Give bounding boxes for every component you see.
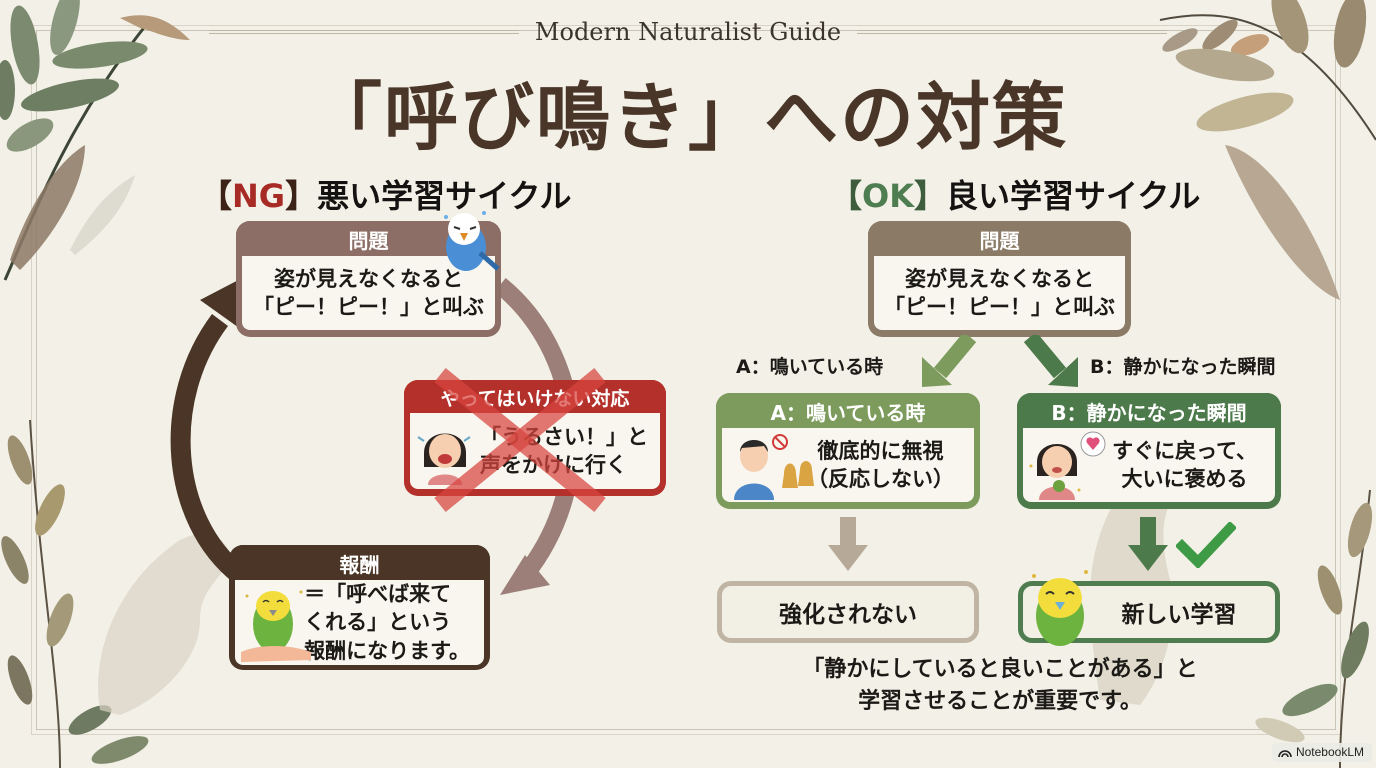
check-mark-icon	[1176, 522, 1236, 568]
notebooklm-icon	[1278, 750, 1292, 758]
ok-case-a-heading: A：鳴いている時	[716, 393, 980, 428]
ng-problem-line2: 「ピー！ピー！」と叫ぶ	[253, 295, 484, 319]
header-subtitle-row: Modern Naturalist Guide	[0, 14, 1376, 50]
page-subtitle: Modern Naturalist Guide	[534, 18, 842, 46]
branch-a-label: A：鳴いている時	[736, 356, 884, 378]
arrow-right-down	[1048, 357, 1078, 387]
ok-case-a-line2: （反応しない）	[807, 467, 954, 491]
ng-reward-heading: 報酬	[229, 545, 490, 580]
ng-reward-line3: 報酬になります。	[304, 638, 470, 663]
ng-bad-response-body: 「うるさい！」と 声をかけに行く	[410, 413, 660, 489]
ok-case-b-card: B：静かになった瞬間 すぐに戻って、 大いに褒める	[1017, 393, 1281, 509]
ok-case-b-heading: B：静かになった瞬間	[1017, 393, 1281, 428]
result-new-learning: 新しい学習	[1018, 581, 1280, 643]
ng-reward-line1: ＝「呼べば来て	[304, 581, 452, 606]
ng-problem-heading: 問題	[236, 221, 501, 256]
page-title: 「呼び鳴き」への対策	[308, 75, 1068, 161]
arrow-left-down	[922, 357, 952, 387]
bracket-close: 】	[285, 177, 318, 215]
ok-tag: OK	[862, 177, 915, 215]
notebooklm-badge: NotebookLM	[1271, 743, 1372, 762]
ng-problem-body: 姿が見えなくなると 「ピー！ピー！」と叫ぶ	[242, 256, 495, 330]
divider-right	[857, 30, 1168, 34]
arrow-down-neutral-icon	[828, 517, 868, 571]
ok-title-text: 良い学習サイクル	[946, 177, 1201, 215]
ok-summary: 「静かにしていると良いことがある」と 学習させることが重要です。	[740, 654, 1260, 718]
ok-case-a-body: 徹底的に無視 （反応しない）	[722, 428, 974, 502]
ok-problem-heading: 問題	[868, 221, 1131, 256]
ok-branch-arrows	[922, 335, 1078, 387]
ng-bad-response-heading: やってはいけない対応	[404, 380, 666, 413]
summary-line2: 学習させることが重要です。	[858, 688, 1142, 714]
praising-woman-with-heart-icon	[1029, 431, 1106, 500]
summary-line1: 「静かにしていると良いことがある」と	[802, 657, 1198, 682]
notebooklm-label: NotebookLM	[1295, 745, 1364, 759]
ng-problem-card: 問題 姿が見えなくなると 「ピー！ピー！」と叫ぶ	[236, 221, 501, 337]
branch-b-label: B：静かになった瞬間	[1090, 356, 1276, 378]
ok-case-b-line2: 大いに褒める	[1121, 467, 1248, 491]
ok-problem-line2: 「ピー！ピー！」と叫ぶ	[884, 295, 1115, 319]
ng-bad-response-card: やってはいけない対応 「うるさい！」と 声をかけに行く	[404, 380, 666, 496]
ng-reward-card: 報酬 ＝「呼べば来て くれる」という 報酬になります。	[229, 545, 490, 670]
bracket-close: 】	[914, 177, 947, 215]
ok-section-title: 【OK】良い学習サイクル	[830, 171, 1200, 217]
ignoring-person-with-earplugs-icon	[734, 434, 814, 500]
ng-bad-response-line1: 「うるさい！」と	[480, 424, 648, 449]
ng-section-title: 【NG】悪い学習サイクル	[200, 171, 571, 217]
ng-reward-body: ＝「呼べば来て くれる」という 報酬になります。	[235, 580, 484, 665]
result-not-reinforced: 強化されない	[717, 581, 979, 643]
ng-bad-response-line2: 声をかけに行く	[480, 453, 627, 477]
arrow-head-down	[500, 555, 550, 595]
bracket-open: 【	[200, 177, 233, 215]
ng-title-text: 悪い学習サイクル	[317, 177, 572, 215]
ng-reward-line2: くれる」という	[304, 610, 452, 635]
ng-problem-line1: 姿が見えなくなると	[274, 266, 463, 291]
ok-case-a-card: A：鳴いている時 徹底的に無視 （反応しない）	[716, 393, 980, 509]
ok-problem-card: 問題 姿が見えなくなると 「ピー！ピー！」と叫ぶ	[868, 221, 1131, 337]
ok-case-b-body: すぐに戻って、 大いに褒める	[1023, 428, 1275, 502]
divider-left	[208, 30, 519, 34]
shouting-woman-icon	[417, 433, 471, 485]
ok-problem-body: 姿が見えなくなると 「ピー！ピー！」と叫ぶ	[874, 256, 1125, 330]
ok-problem-line1: 姿が見えなくなると	[905, 266, 1094, 291]
happy-green-budgie-on-hand-icon	[241, 590, 311, 662]
result-new-learning-label: 新しい学習	[1121, 602, 1237, 628]
bracket-open: 【	[830, 177, 863, 215]
ok-case-b-line1: すぐに戻って、	[1112, 438, 1257, 463]
arrow-down-positive-icon	[1128, 517, 1168, 571]
botanical-decoration-bottom-left	[1, 419, 149, 768]
ok-case-a-line1: 徹底的に無視	[817, 438, 944, 463]
ng-tag: NG	[232, 177, 286, 215]
